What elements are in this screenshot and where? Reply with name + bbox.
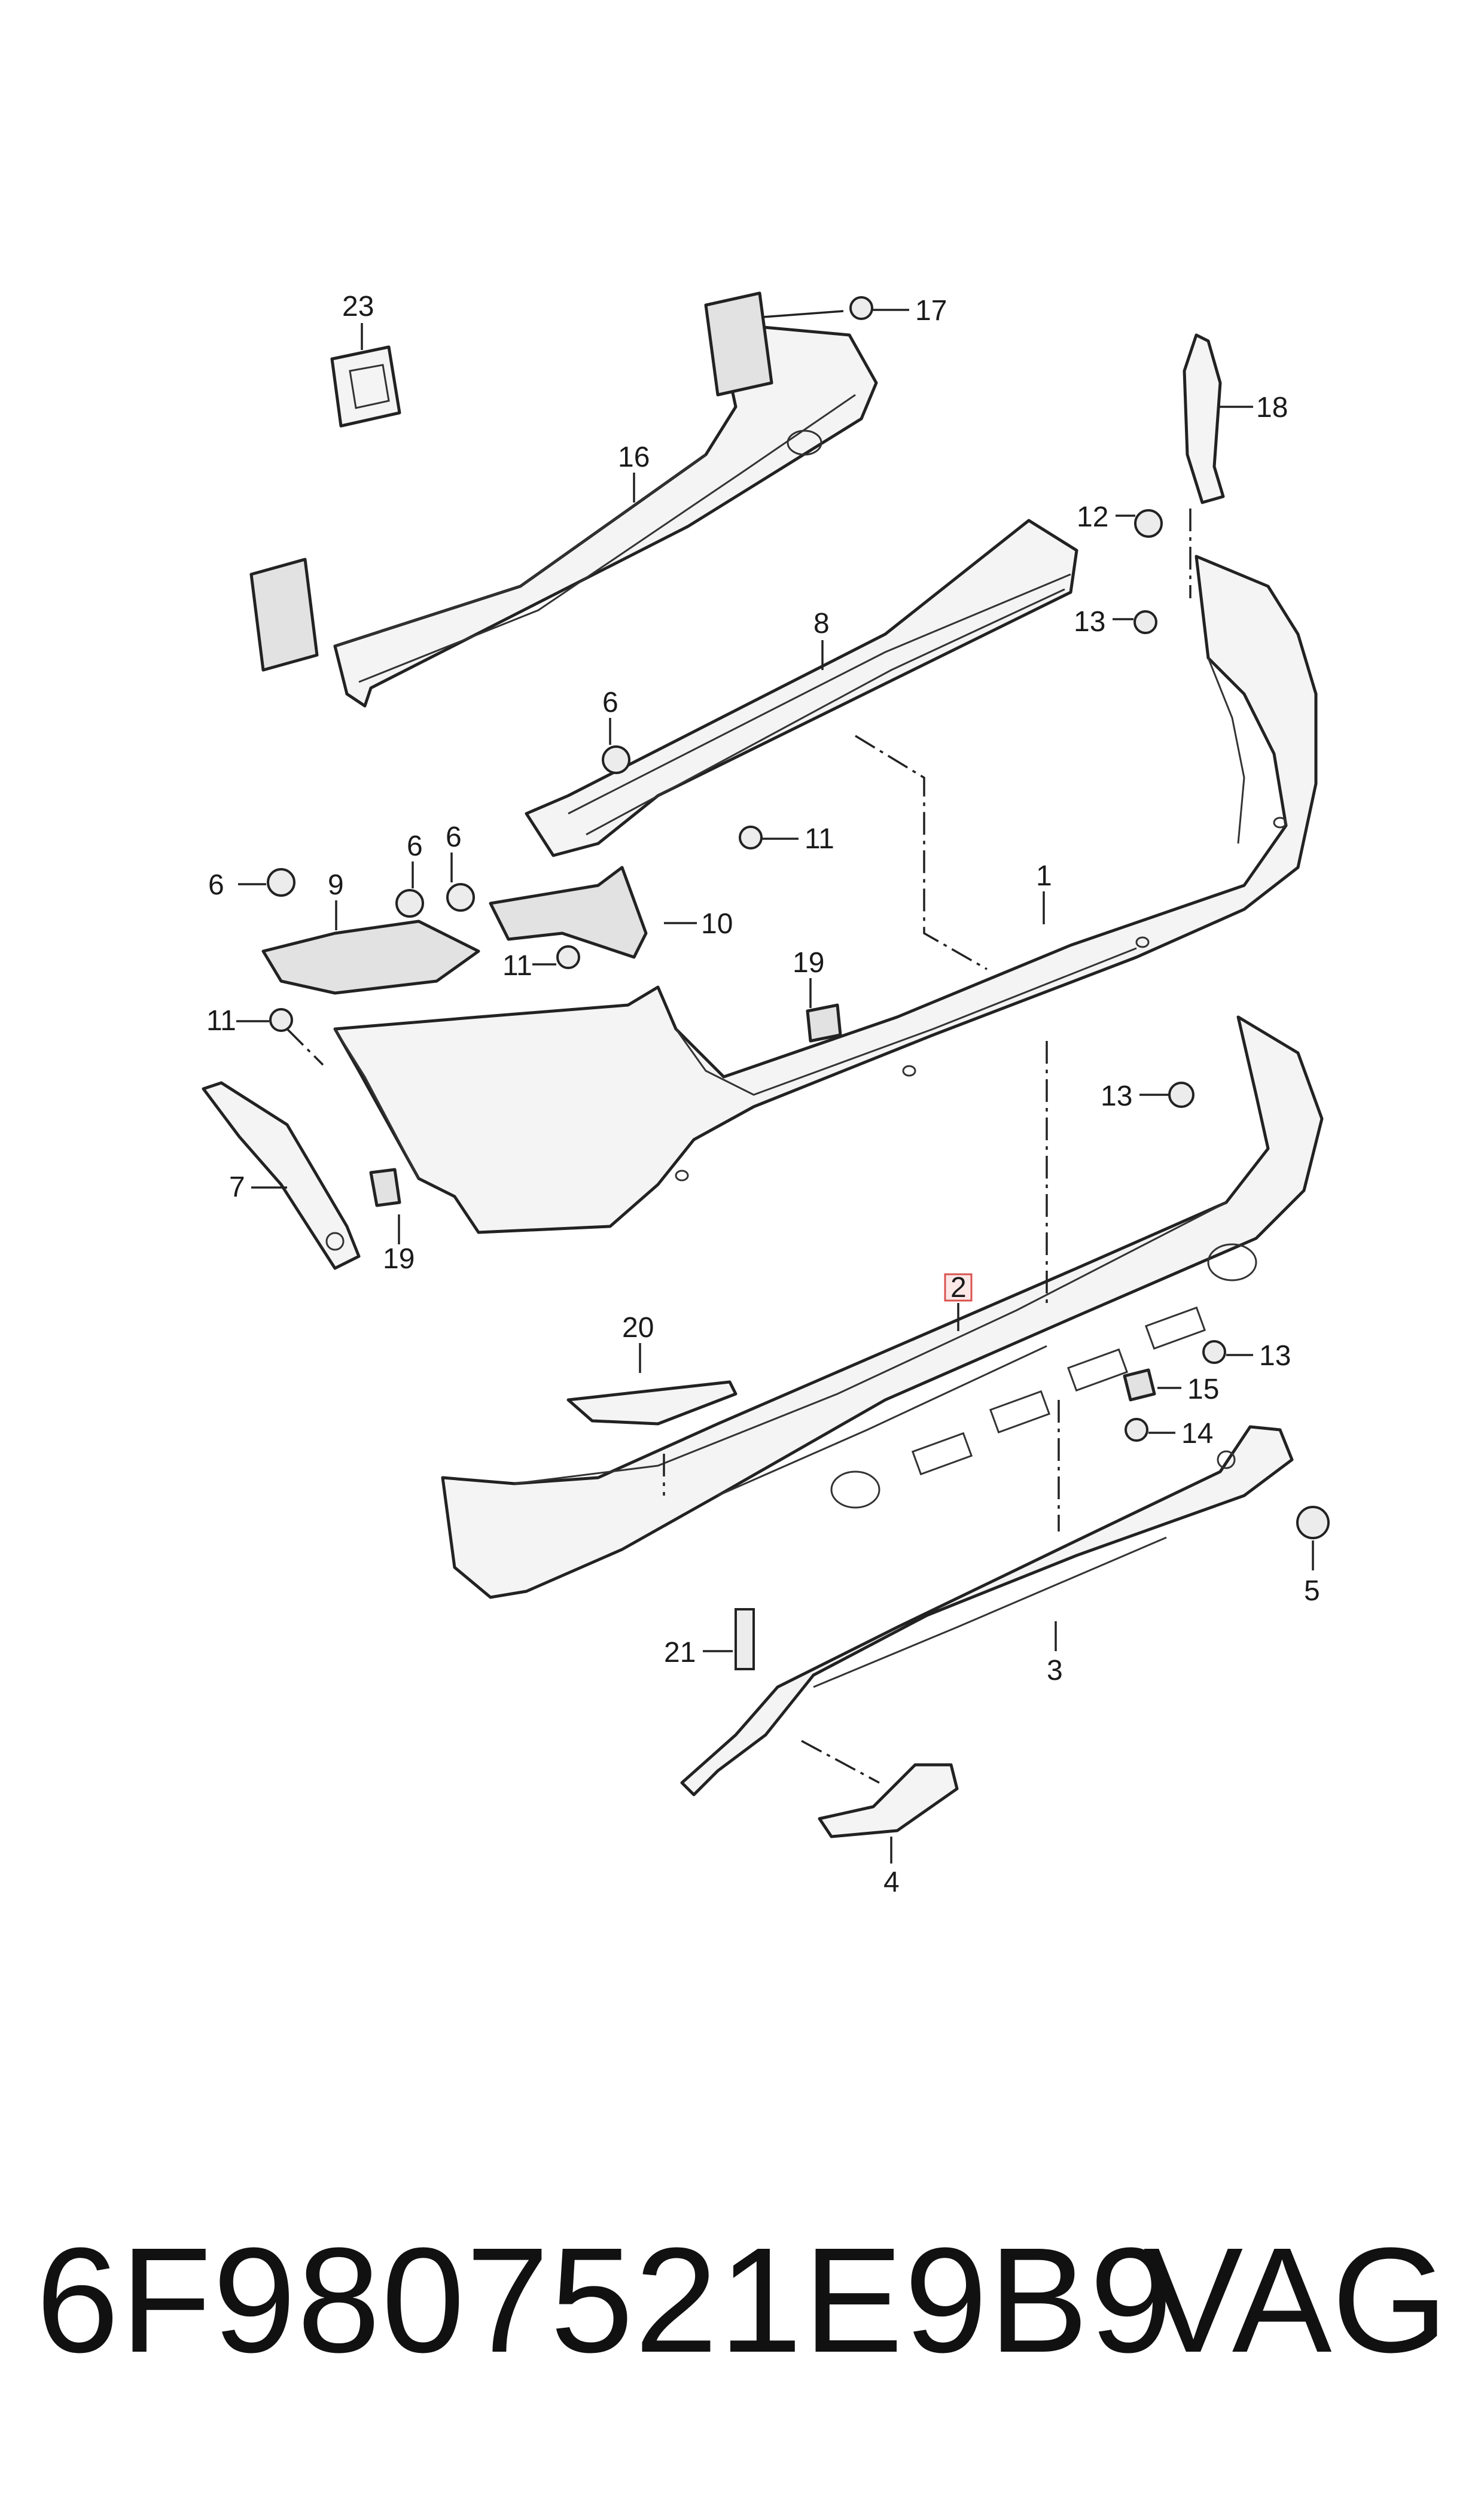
part-10-bracket-right: [489, 866, 697, 959]
callout-9: 9: [328, 869, 344, 901]
part-16-impact-beam: [249, 291, 878, 708]
callout-11b: 11: [502, 950, 532, 982]
assembly-lines: [286, 509, 1192, 1784]
part-13-14-15-fasteners-lower: [1123, 1082, 1253, 1442]
callout-7: 7: [229, 1171, 245, 1203]
callout-4: 4: [883, 1867, 900, 1898]
callout-1: 1: [1036, 860, 1052, 892]
callout-6a: 6: [602, 687, 618, 718]
part-9-bracket-left: [261, 900, 480, 995]
highlight-box-part-2: [944, 1273, 973, 1302]
callout-6c: 6: [446, 821, 462, 853]
callout-2: 2: [950, 1272, 967, 1304]
callout-10: 10: [701, 908, 733, 940]
part-21-rivet: [703, 1608, 755, 1670]
callout-11c: 11: [206, 1005, 236, 1037]
part-number-label: 6F9807521E9B9: [36, 2216, 1174, 2383]
callout-labels: 23 17 18 16 12 13 8 6 11 6 6 6 9 1 10 11…: [206, 291, 1320, 1898]
part-23-cap: [330, 323, 401, 428]
part-12-13-fasteners: [1113, 509, 1163, 634]
part-17-bolt: [849, 296, 909, 320]
callout-20: 20: [622, 1312, 654, 1344]
callout-5: 5: [1304, 1575, 1320, 1607]
callout-8: 8: [813, 608, 830, 640]
part-1-bumper-cover: [333, 555, 1318, 1234]
part-2-diffuser: [441, 1015, 1324, 1599]
part-20-trim: [566, 1343, 738, 1426]
callout-6d: 6: [208, 869, 224, 901]
part-4-lower-trim: [818, 1763, 959, 1864]
part-3-skid-plate: [680, 1425, 1294, 1797]
callout-3: 3: [1047, 1655, 1063, 1686]
part-6-clips: [238, 718, 630, 918]
callout-16: 16: [618, 442, 650, 473]
part-19-clips: [369, 978, 842, 1244]
callout-14: 14: [1181, 1418, 1213, 1450]
callout-11a: 11: [805, 823, 834, 855]
part-8-energy-absorber: [525, 519, 1078, 857]
part-5-tow-cap: [1296, 1506, 1330, 1570]
part-7-trim-left: [202, 1081, 361, 1270]
part-11-bolts: [236, 826, 799, 1032]
callout-13b: 13: [1101, 1080, 1132, 1112]
callout-6b: 6: [407, 830, 423, 862]
callout-23: 23: [342, 291, 374, 322]
callout-19a: 19: [793, 947, 824, 979]
brand-label: VAG: [1143, 2216, 1448, 2383]
part-18-side-trim: [1183, 333, 1253, 504]
callout-13c: 13: [1259, 1340, 1291, 1372]
callout-13a: 13: [1074, 606, 1105, 638]
callout-18: 18: [1256, 392, 1288, 424]
callout-15: 15: [1187, 1374, 1219, 1405]
callout-12: 12: [1077, 501, 1108, 533]
callout-21: 21: [664, 1637, 696, 1668]
callout-17: 17: [915, 295, 947, 327]
callout-19b: 19: [383, 1243, 415, 1275]
